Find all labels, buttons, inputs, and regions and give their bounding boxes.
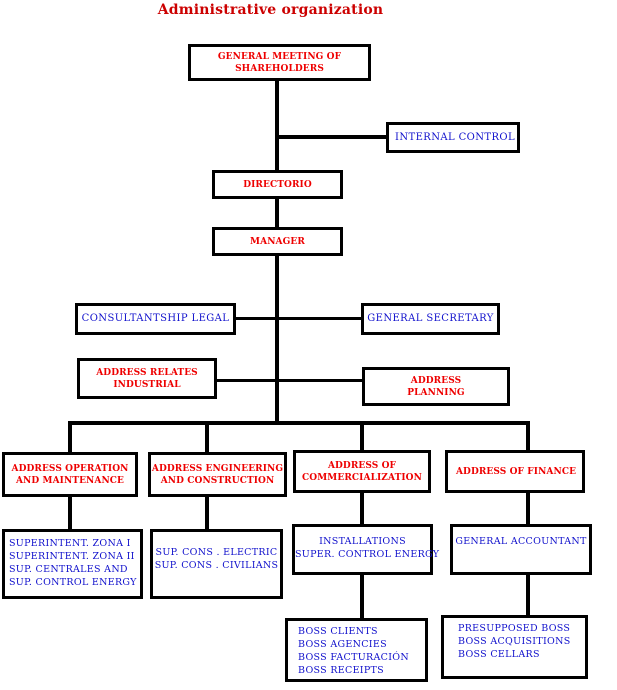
node-operation-units-line4: SUP. CONTROL ENERGY [9,577,137,588]
node-operation-units[interactable]: SUPERINTENT. ZONA I SUPERINTENT. ZONA II… [2,529,143,599]
node-commercialization-bosses[interactable]: BOSS CLIENTS BOSS AGENCIES BOSS FACTURAC… [285,618,428,682]
connector-drop-engineering [205,421,209,453]
node-commercialization-bosses-line4: BOSS RECEIPTS [298,665,384,676]
node-address-finance-label: ADDRESS OF FINANCE [455,466,577,477]
node-address-commercialization-line2: COMMERCIALIZATION [302,472,422,483]
node-manager[interactable]: MANAGER [212,227,343,256]
node-internal-control[interactable]: INTERNAL CONTROL [386,122,520,153]
node-operation-units-line3: SUP. CENTRALES AND [9,564,128,575]
node-address-operation-maintenance[interactable]: ADDRESS OPERATION AND MAINTENANCE [2,452,138,497]
connector-drop-operation [68,421,72,453]
connector-meeting-down [275,80,279,170]
connector-drop-commercialization [360,421,364,451]
node-address-commercialization[interactable]: ADDRESS OF COMMERCIALIZATION [293,450,431,493]
node-address-relates-industrial-line2: INDUSTRIAL [113,379,181,390]
connector-directorio-manager [275,198,279,229]
node-commercialization-units-line2: SUPER. CONTROL ENERGY [295,549,440,560]
node-general-secretary[interactable]: GENERAL SECRETARY [361,303,500,335]
node-operation-units-line1: SUPERINTENT. ZONA I [9,538,131,549]
connector-manager-spine [275,255,279,423]
page-title-text: Administrative organization [157,2,384,18]
node-commercialization-units[interactable]: INSTALLATIONS SUPER. CONTROL ENERGY [292,524,440,575]
node-commercialization-units-line1: INSTALLATIONS [319,536,406,547]
node-address-planning-line1: ADDRESS [410,375,462,386]
node-general-meeting-line2: SHAREHOLDERS [235,63,324,74]
node-finance-bosses-line3: BOSS CELLARS [458,649,540,660]
connector-commercialization-units [360,490,364,526]
connector-drop-finance [526,421,530,451]
node-address-operation-line1: ADDRESS OPERATION [11,463,129,474]
connector-staff-row-2 [214,379,364,382]
connector-finance-bosses [526,571,530,617]
node-operation-units-line2: SUPERINTENT. ZONA II [9,551,135,562]
node-finance-bosses-line1: PRESUPPOSED BOSS [458,623,571,634]
connector-finance-units [526,490,530,526]
connector-division-bus [68,421,530,425]
node-engineering-units[interactable]: SUP. CONS . ELECTRIC SUP. CONS . CIVILIA… [150,529,283,599]
node-address-engineering-line1: ADDRESS ENGINEERING [151,463,284,474]
node-directorio[interactable]: DIRECTORIO [212,170,343,199]
connector-staff-row-1 [232,317,364,320]
node-address-finance[interactable]: ADDRESS OF FINANCE [445,450,585,493]
page-title: Administrative organization [0,2,617,18]
node-address-relates-industrial[interactable]: ADDRESS RELATES INDUSTRIAL [77,358,217,399]
node-general-accountant[interactable]: GENERAL ACCOUNTANT [450,524,592,575]
node-directorio-label: DIRECTORIO [243,179,312,190]
node-address-relates-industrial-line1: ADDRESS RELATES [96,367,198,378]
node-commercialization-bosses-line3: BOSS FACTURACIÓN [298,652,409,663]
connector-commercialization-bosses [360,572,364,620]
node-general-secretary-label: GENERAL SECRETARY [367,313,494,324]
node-commercialization-bosses-line2: BOSS AGENCIES [298,639,387,650]
node-general-meeting[interactable]: GENERAL MEETING OF SHAREHOLDERS [188,44,371,81]
connector-operation-units [68,494,72,530]
node-address-commercialization-line1: ADDRESS OF [327,460,397,471]
node-engineering-units-line2: SUP. CONS . CIVILIANS [154,560,279,571]
connector-engineering-units [205,494,209,530]
node-finance-bosses[interactable]: PRESUPPOSED BOSS BOSS ACQUISITIONS BOSS … [441,615,588,679]
node-address-planning-line2: PLANNING [407,387,465,398]
node-address-planning[interactable]: ADDRESS PLANNING [362,367,510,406]
node-address-engineering-line2: AND CONSTRUCTION [160,475,275,486]
node-consultantship-legal-label: CONSULTANTSHIP LEGAL [81,313,230,324]
node-general-accountant-label: GENERAL ACCOUNTANT [455,536,587,547]
node-engineering-units-line1: SUP. CONS . ELECTRIC [155,547,278,558]
node-address-operation-line2: AND MAINTENANCE [15,475,125,486]
node-finance-bosses-line2: BOSS ACQUISITIONS [458,636,571,647]
node-internal-control-label: INTERNAL CONTROL [395,131,516,143]
node-general-meeting-line1: GENERAL MEETING OF [217,51,342,62]
node-manager-label: MANAGER [250,236,305,247]
node-address-engineering-construction[interactable]: ADDRESS ENGINEERING AND CONSTRUCTION [148,452,287,497]
node-consultantship-legal[interactable]: CONSULTANTSHIP LEGAL [75,303,236,335]
connector-internal-control [277,135,387,139]
node-commercialization-bosses-line1: BOSS CLIENTS [298,626,378,637]
